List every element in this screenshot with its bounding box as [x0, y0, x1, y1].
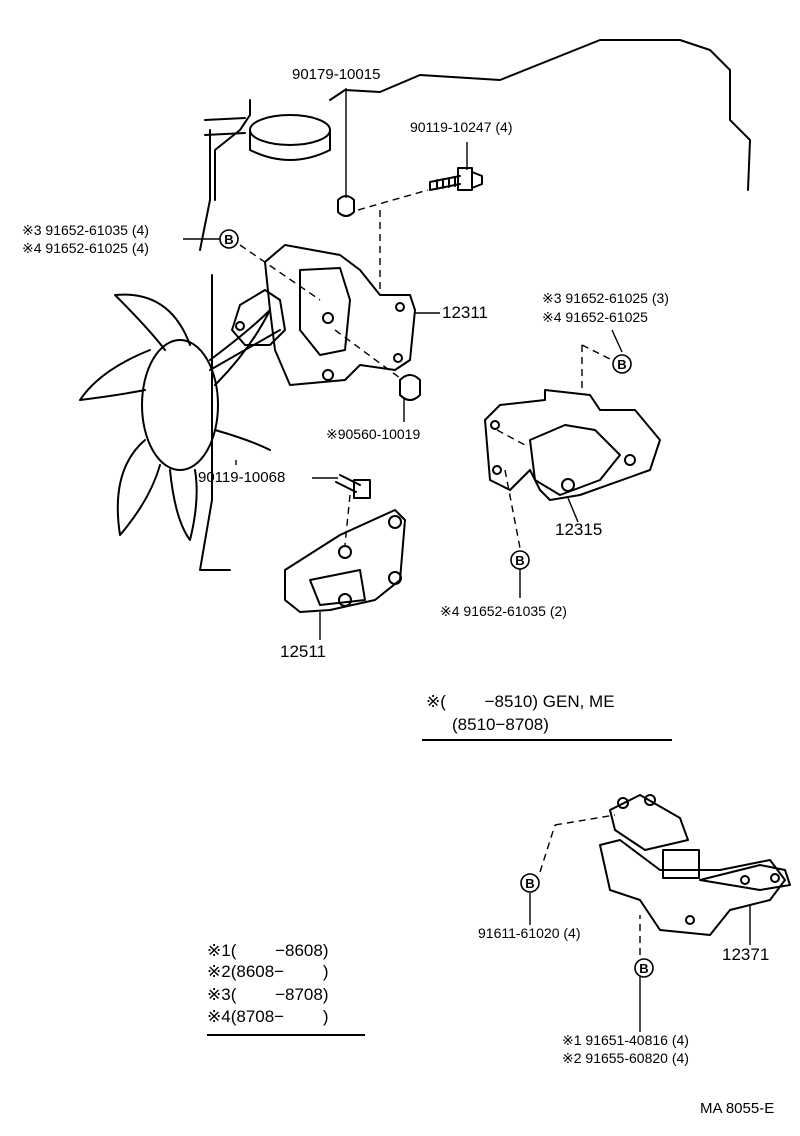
bolt-90119-10247-drawing: [429, 167, 483, 191]
label-s4-91652-61035-2: ※4 91652-61035 (2): [440, 603, 567, 619]
spacer-90560-10019-drawing: [399, 374, 421, 401]
label-12315: 12315: [555, 520, 603, 539]
bracket-12511-drawing: [284, 509, 406, 613]
label-90179-10015: 90179-10015: [292, 66, 381, 83]
bolt-marker-b-5: B: [634, 958, 654, 978]
label-s3-91652-61025-3: ※3 91652-61025 (3): [542, 290, 669, 306]
label-12511: 12511: [280, 642, 327, 661]
svg-text:B: B: [617, 357, 626, 372]
bolt-90119-10068-drawing: [335, 474, 371, 499]
label-s4-91652-61025: ※4 91652-61025 (4): [22, 240, 149, 256]
svg-text:B: B: [515, 553, 524, 568]
bolt-marker-b-4: B: [520, 873, 540, 893]
note-line-2: (8510−8708): [452, 715, 549, 734]
svg-text:B: B: [639, 961, 648, 976]
cooling-fan: [79, 293, 271, 541]
bracket-12311-drawing: [209, 244, 416, 386]
label-12311: 12311: [442, 303, 489, 322]
legend-item-1: ※1( −8608): [207, 941, 329, 960]
label-91611-61020: 91611-61020 (4): [478, 925, 581, 941]
svg-text:B: B: [525, 876, 534, 891]
bolt-marker-b-2: B: [612, 354, 632, 374]
insulator-12315-drawing: [484, 389, 661, 501]
bolt-marker-group: B B B B B: [219, 229, 654, 978]
engine-block-outline: [199, 39, 751, 571]
bolt-marker-b-1: B: [219, 229, 239, 249]
nut-90179-10015-drawing: [337, 195, 355, 217]
svg-text:B: B: [224, 232, 233, 247]
label-90560-10019: ※90560-10019: [326, 426, 421, 442]
label-s2-91655-60820: ※2 91655-60820 (4): [562, 1050, 689, 1066]
note-line-1: ※( −8510) GEN, ME: [426, 692, 615, 711]
label-s1-91651-40816: ※1 91651-40816 (4): [562, 1032, 689, 1048]
legend-item-4: ※4(8708− ): [207, 1007, 329, 1026]
diagram-code: MA 8055-E: [700, 1100, 775, 1117]
label-90119-10247: 90119-10247 (4): [410, 119, 513, 135]
label-90119-10068: 90119-10068: [198, 469, 286, 486]
legend-item-2: ※2(8608− ): [207, 962, 329, 981]
label-12371: 12371: [722, 945, 770, 964]
insulator-12371-drawing: [599, 794, 791, 936]
oil-filler-cap: [249, 114, 331, 161]
label-s3-91652-61035: ※3 91652-61035 (4): [22, 222, 149, 238]
label-s4-91652-61025: ※4 91652-61025: [542, 309, 648, 325]
bolt-marker-b-3: B: [510, 550, 530, 570]
legend-item-3: ※3( −8708): [207, 985, 329, 1004]
dashed-assembly-lines: [239, 189, 641, 955]
leader-lines: [183, 88, 751, 1032]
